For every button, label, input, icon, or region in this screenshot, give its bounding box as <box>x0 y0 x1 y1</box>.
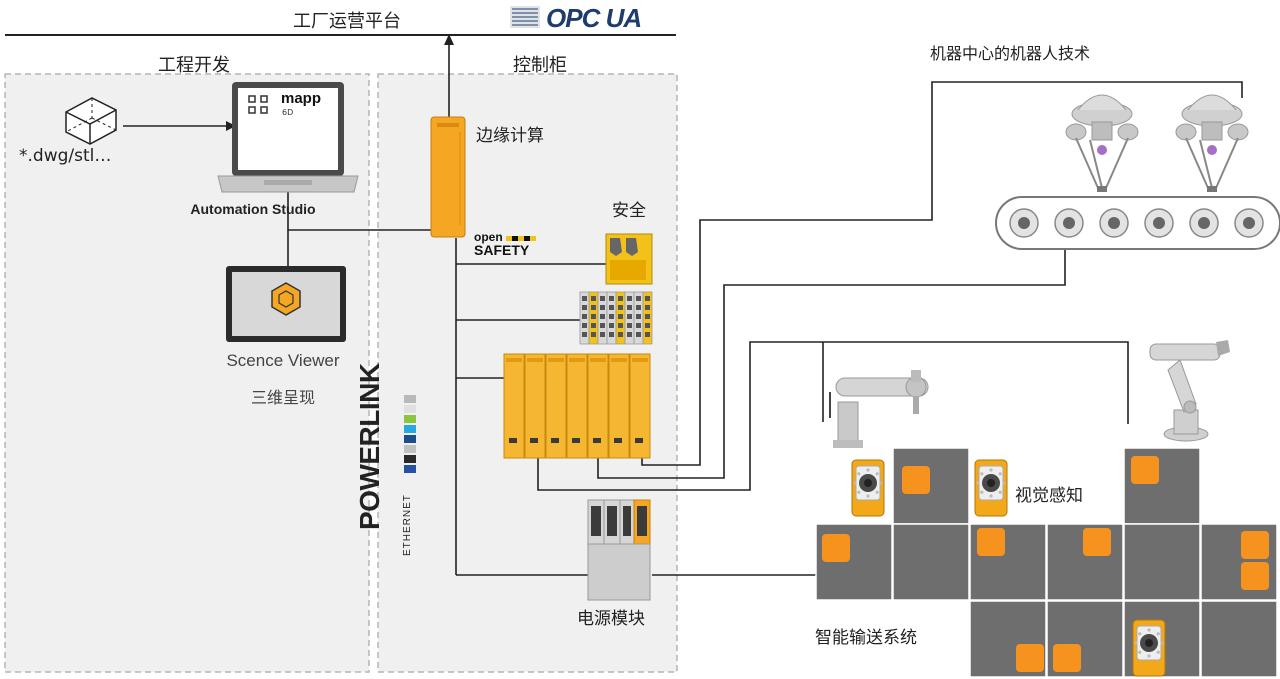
drive-module <box>608 353 630 459</box>
vision-camera-icon <box>974 459 1008 517</box>
conveyor-belt <box>995 196 1280 250</box>
vision-label: 视觉感知 <box>1015 486 1083 506</box>
vision-camera-icon <box>851 459 885 517</box>
opensafety-open: open <box>474 230 503 244</box>
drive-module <box>629 353 651 459</box>
connection-lines <box>123 42 1243 576</box>
cad-file-label: *.dwg/stl… <box>19 146 112 166</box>
cabinet-title: 控制柜 <box>513 55 567 76</box>
drive-module <box>545 353 567 459</box>
cube-icon <box>65 97 117 145</box>
power-module-label: 电源模块 <box>577 609 645 629</box>
arrow-up-icon <box>444 34 454 45</box>
scene-viewer-label: Scence Viewer <box>226 351 340 370</box>
drive-module <box>503 353 525 459</box>
platform-title: 工厂运营平台 <box>293 11 401 32</box>
drive-modules <box>503 353 651 459</box>
ethernet-label: ETHERNET <box>402 494 413 556</box>
transport-tiles <box>815 447 1278 678</box>
mover-shuttle <box>902 466 930 494</box>
mapp-title: mapp <box>281 90 322 107</box>
robotics-title: 机器中心的机器人技术 <box>930 44 1091 63</box>
opensafety-stripe <box>506 236 536 241</box>
edge-computer <box>430 116 466 238</box>
laptop-icon <box>217 82 359 193</box>
arrow-right-icon <box>226 121 236 131</box>
mover-shuttle <box>1016 644 1044 672</box>
safety-module-top <box>605 233 653 285</box>
mover-shuttle <box>977 528 1005 556</box>
delta-robot-icon <box>1175 94 1249 192</box>
delta-robot-icon <box>1065 94 1139 192</box>
transport-tile <box>1200 600 1278 678</box>
mover-shuttle <box>1083 528 1111 556</box>
robot-arm-icon <box>1149 340 1230 442</box>
mover-shuttle <box>822 534 850 562</box>
mover-shuttle <box>1053 644 1081 672</box>
scara-robot-icon <box>829 370 929 448</box>
scene-viewer-sub: 三维呈现 <box>250 388 316 407</box>
drive-module <box>566 353 588 459</box>
safety-io-modules <box>579 291 653 345</box>
engineering-title: 工程开发 <box>158 55 230 76</box>
transport-tile <box>1123 523 1201 601</box>
drive-module <box>587 353 609 459</box>
automation-studio-label: Automation Studio <box>190 201 316 217</box>
transport-system-label: 智能输送系统 <box>815 628 917 648</box>
opcua-logo <box>510 6 540 28</box>
mover-shuttle <box>1241 562 1269 590</box>
edge-computing-label: 边缘计算 <box>476 126 544 146</box>
monitor-icon <box>226 266 346 342</box>
power-module <box>587 499 651 601</box>
powerlink-label: POWERLINK <box>354 363 385 530</box>
drive-module <box>524 353 546 459</box>
powerlink-color-strip <box>404 395 416 473</box>
transport-tile <box>892 523 970 601</box>
mover-shuttle <box>1241 531 1269 559</box>
opcua-logo-text: OPC UA <box>546 3 642 33</box>
mapp-subtitle: 6D <box>282 108 294 117</box>
mover-shuttle <box>1131 456 1159 484</box>
vision-camera-icon <box>1132 619 1166 677</box>
safety-label: 安全 <box>612 201 646 221</box>
opensafety-safety: SAFETY <box>474 242 530 258</box>
